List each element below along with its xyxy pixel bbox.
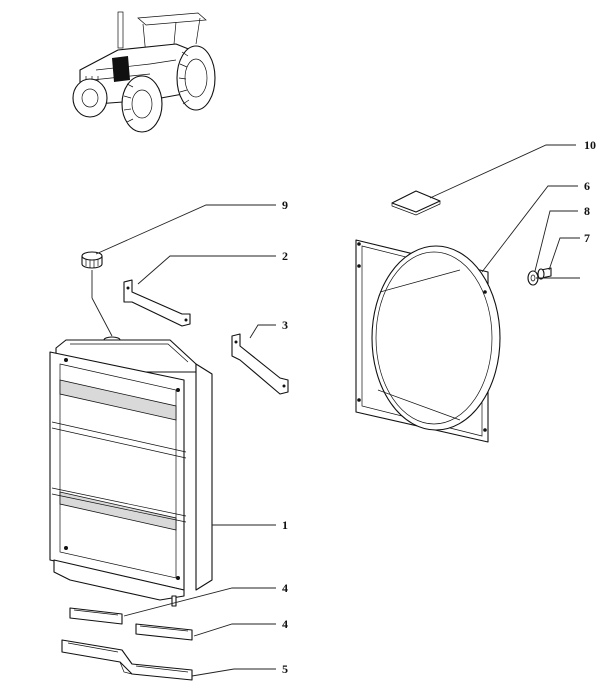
part-6-fan-shroud xyxy=(355,239,501,443)
part-1-radiator xyxy=(49,336,213,607)
tractor-locator-image xyxy=(72,11,216,133)
callout-4-upper: 4 xyxy=(282,581,288,595)
callout-7: 7 xyxy=(584,231,590,245)
part-4-seal-right xyxy=(135,623,193,641)
callout-2: 2 xyxy=(282,249,288,263)
callout-9: 9 xyxy=(282,198,288,212)
leader-lines xyxy=(91,144,580,677)
radiator-location-highlight xyxy=(112,56,130,82)
part-7-bolt xyxy=(537,267,552,280)
part-3-bracket xyxy=(231,333,289,395)
part-9-radiator-cap xyxy=(81,251,103,269)
part-5-support xyxy=(61,639,193,681)
callout-8: 8 xyxy=(584,204,590,218)
part-4-seal-left xyxy=(69,607,123,625)
callout-6: 6 xyxy=(584,179,590,193)
part-10-plate xyxy=(391,190,441,216)
callout-4-lower: 4 xyxy=(282,617,288,631)
callout-1: 1 xyxy=(282,518,288,532)
callout-3: 3 xyxy=(282,318,288,332)
part-2-bracket xyxy=(123,279,191,327)
callout-labels: 10 6 8 7 9 2 3 1 4 4 5 xyxy=(282,138,596,676)
callout-5: 5 xyxy=(282,662,288,676)
callout-10: 10 xyxy=(584,138,596,152)
